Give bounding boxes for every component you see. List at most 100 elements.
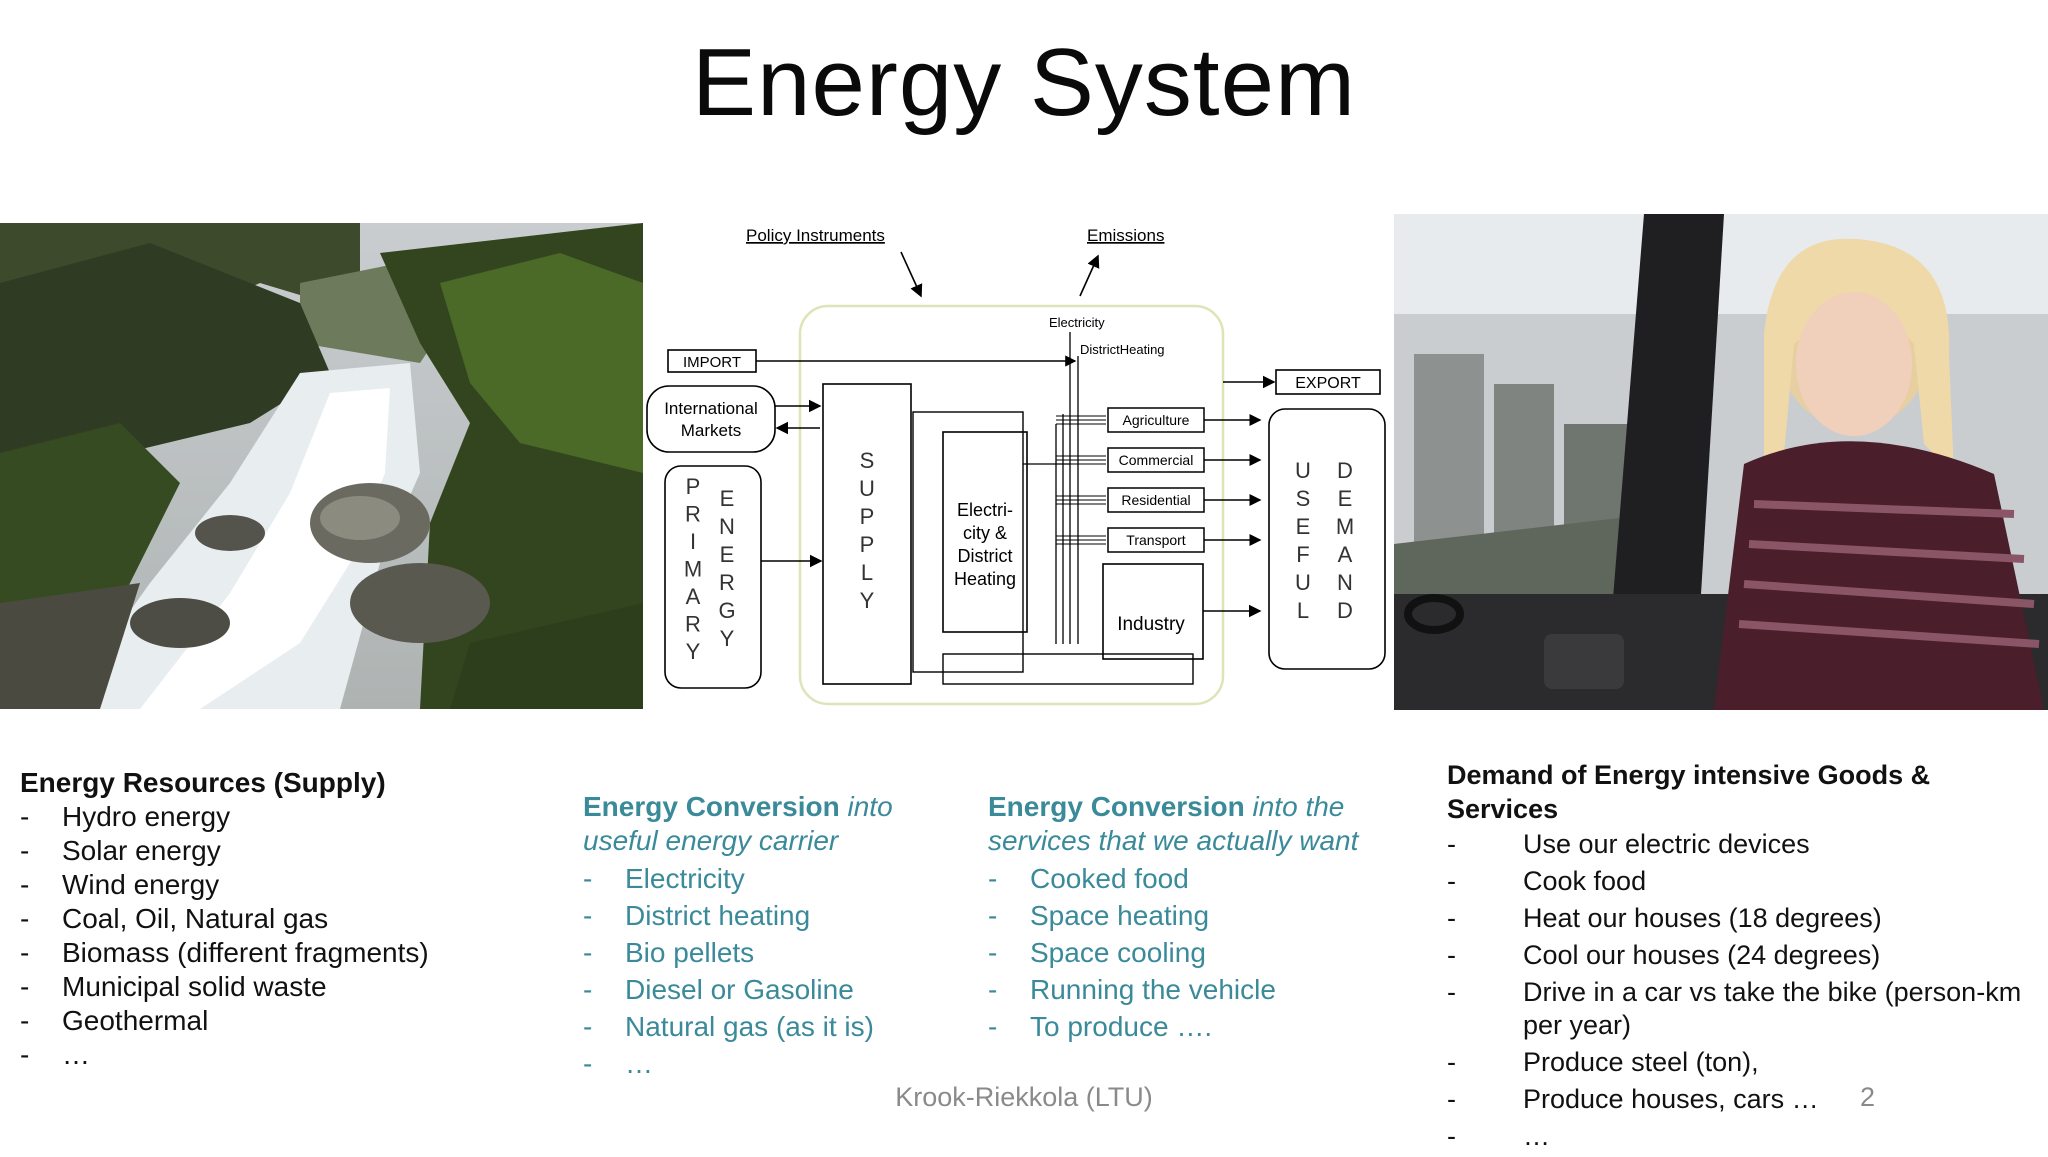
energy-letter: E [720, 486, 735, 511]
energy-letter: G [718, 598, 735, 623]
list-item: Use our electric devices [1447, 828, 2047, 861]
primary-letter: Y [686, 639, 701, 664]
energy-resources-column: Energy Resources (Supply) Hydro energy S… [20, 766, 560, 1072]
primary-letter: A [686, 584, 701, 609]
electricity-label: Electricity [1049, 315, 1105, 330]
list-item: Biomass (different fragments) [20, 936, 560, 970]
energy-letter: E [720, 542, 735, 567]
energy-system-diagram: Policy Instruments Emissions IMPORT Inte… [643, 214, 1394, 710]
emissions-label: Emissions [1087, 226, 1164, 245]
conversion-label-3: District [958, 546, 1013, 566]
conversion-label-1: Electri- [957, 500, 1013, 520]
list-item: Municipal solid waste [20, 970, 560, 1004]
list-item: Electricity [583, 860, 963, 897]
supply-letter: S [860, 448, 875, 473]
heading-bold: Energy Conversion [988, 791, 1245, 822]
supply-letter: L [861, 560, 873, 585]
list-item: Space heating [988, 897, 1388, 934]
list-item: Wind energy [20, 868, 560, 902]
list-item: Heat our houses (18 degrees) [1447, 902, 2047, 935]
demand-letter: D [1337, 458, 1353, 483]
carrier-list: Electricity District heating Bio pellets… [583, 860, 963, 1082]
supply-letter: Y [860, 588, 875, 613]
industry-label: Industry [1117, 614, 1185, 635]
footer-author: Krook-Riekkola (LTU) [895, 1082, 1153, 1112]
list-item: To produce …. [988, 1008, 1388, 1045]
heading-bold: Energy Conversion [583, 791, 840, 822]
list-item: Cook food [1447, 865, 2047, 898]
demand-column: Demand of Energy intensive Goods & Servi… [1447, 758, 2047, 1157]
services-list: Cooked food Space heating Space cooling … [988, 860, 1388, 1045]
list-item: Drive in a car vs take the bike (person-… [1447, 976, 2047, 1042]
markets-label-2: Markets [681, 421, 741, 440]
primary-letter: I [690, 529, 696, 554]
heading-rest: into the services that we actually want [988, 791, 1359, 856]
energy-letter: Y [720, 626, 735, 651]
list-item: … [583, 1045, 963, 1082]
list-item: Produce houses, cars … [1447, 1083, 2047, 1116]
markets-label-1: International [664, 399, 758, 418]
list-item: … [1447, 1120, 2047, 1153]
primary-letter: P [686, 474, 701, 499]
demand-letter: M [1336, 514, 1354, 539]
list-item: Bio pellets [583, 934, 963, 971]
page-number: 2 [1860, 1082, 1876, 1112]
column-heading: Energy Conversion into useful energy car… [583, 790, 963, 858]
primary-letter: R [685, 502, 701, 527]
sector-label-agriculture: Agriculture [1123, 412, 1190, 428]
useful-letter: E [1296, 514, 1311, 539]
demand-list: Use our electric devices Cook food Heat … [1447, 828, 2047, 1153]
list-item: Diesel or Gasoline [583, 971, 963, 1008]
list-item: Hydro energy [20, 800, 560, 834]
energy-carrier-column: Energy Conversion into useful energy car… [583, 790, 963, 1082]
energy-services-column: Energy Conversion into the services that… [988, 790, 1388, 1045]
conversion-label-2: city & [963, 523, 1007, 543]
useful-letter: S [1296, 486, 1311, 511]
river-photo [0, 223, 643, 709]
sector-label-transport: Transport [1126, 532, 1186, 548]
export-label: EXPORT [1295, 375, 1361, 392]
sector-label-residential: Residential [1121, 492, 1190, 508]
column-heading: Energy Resources (Supply) [20, 767, 386, 798]
conversion-label-4: Heating [954, 569, 1016, 589]
district-heating-label: DistrictHeating [1080, 342, 1165, 357]
list-item: Cooked food [988, 860, 1388, 897]
demand-letter: A [1338, 542, 1353, 567]
column-heading: Energy Conversion into the services that… [988, 790, 1388, 858]
supply-letter: U [859, 476, 875, 501]
primary-letter: M [684, 557, 702, 582]
list-item: Cool our houses (24 degrees) [1447, 939, 2047, 972]
useful-letter: L [1297, 598, 1309, 623]
useful-letter: U [1295, 570, 1311, 595]
demand-letter: E [1338, 486, 1353, 511]
list-item: Produce steel (ton), [1447, 1046, 2047, 1079]
policy-label: Policy Instruments [746, 226, 885, 245]
list-item: Coal, Oil, Natural gas [20, 902, 560, 936]
import-label: IMPORT [683, 354, 741, 371]
girl-photo [1394, 214, 2048, 710]
resource-list: Hydro energy Solar energy Wind energy Co… [20, 800, 560, 1072]
useful-letter: F [1296, 542, 1309, 567]
list-item: … [20, 1038, 560, 1072]
column-heading: Demand of Energy intensive Goods & Servi… [1447, 760, 1931, 824]
sector-label-commercial: Commercial [1119, 452, 1194, 468]
list-item: Solar energy [20, 834, 560, 868]
demand-letter: N [1337, 570, 1353, 595]
supply-letter: P [860, 532, 875, 557]
primary-letter: R [685, 612, 701, 637]
heading-rest: into useful energy carrier [583, 791, 893, 856]
useful-letter: U [1295, 458, 1311, 483]
supply-letter: P [860, 504, 875, 529]
list-item: Geothermal [20, 1004, 560, 1038]
list-item: Space cooling [988, 934, 1388, 971]
list-item: District heating [583, 897, 963, 934]
slide-title: Energy System [692, 29, 1356, 136]
demand-letter: D [1337, 598, 1353, 623]
energy-letter: R [719, 570, 735, 595]
list-item: Running the vehicle [988, 971, 1388, 1008]
